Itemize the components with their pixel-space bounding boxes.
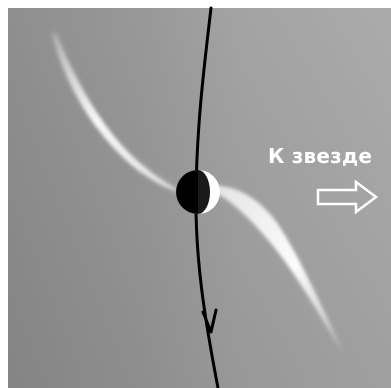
planet bbox=[176, 170, 220, 214]
lower-tail-glow bbox=[214, 186, 344, 354]
upper-tail bbox=[52, 32, 182, 192]
upper-tail-glow bbox=[52, 32, 182, 192]
lower-tail bbox=[214, 186, 344, 354]
direction-label: К звезде bbox=[268, 144, 372, 168]
right-arrow-icon bbox=[318, 182, 376, 212]
planet-dark-side bbox=[176, 170, 198, 214]
